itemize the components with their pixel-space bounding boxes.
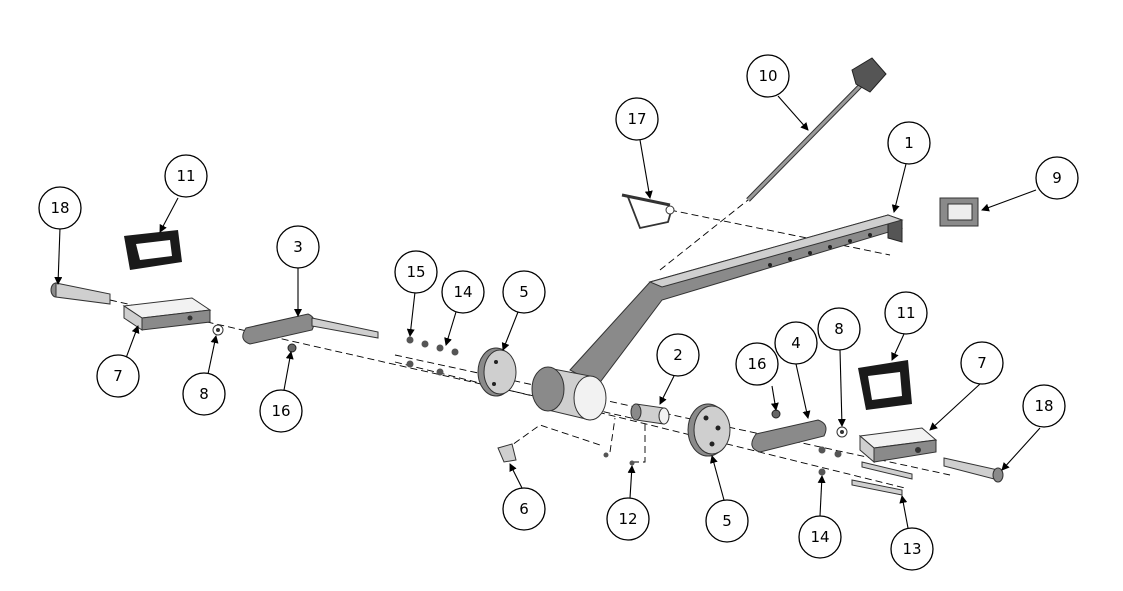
callout-9: 9 [1035,156,1079,200]
callout-14: 14 [798,515,842,559]
callout-label: 3 [293,238,303,256]
callout-label: 6 [519,500,529,518]
callout-label: 1 [904,134,914,152]
callout-label: 5 [722,512,732,530]
part-1-sleeve [531,366,607,421]
callout-3: 3 [276,225,320,269]
callout-14: 14 [441,270,485,314]
part-1-main-frame [569,214,904,386]
callout-label: 15 [406,263,425,281]
callout-6: 6 [502,487,546,531]
callout-label: 12 [618,510,637,528]
callout-label: 7 [113,367,123,385]
callout-5: 5 [502,270,546,314]
part-18-bolt-right [943,457,1004,483]
callout-2: 2 [656,333,700,377]
part-5-hub-left [477,347,517,397]
callout-18: 18 [38,186,82,230]
callout-11: 11 [884,291,928,335]
callout-label: 5 [519,283,529,301]
callout-label: 8 [834,320,844,338]
callout-label: 14 [810,528,829,546]
callout-16: 16 [735,342,779,386]
callout-label: 11 [176,167,195,185]
callout-10: 10 [746,54,790,98]
callout-label: 10 [758,67,777,85]
leader-lines [54,95,1041,529]
callout-17: 17 [615,97,659,141]
callout-label: 16 [271,402,290,420]
callout-16: 16 [259,389,303,433]
callout-label: 4 [791,334,801,352]
part-4-crank-arm [751,419,827,453]
callout-label: 8 [199,385,209,403]
callout-label: 11 [896,304,915,322]
callout-8: 8 [182,372,226,416]
part-11-pad-right [858,360,912,410]
small-hardware [212,324,848,476]
callout-12: 12 [606,497,650,541]
callout-15: 15 [394,250,438,294]
part-9-end-cap [939,197,979,227]
callout-18: 18 [1022,384,1066,428]
callout-label: 14 [453,283,472,301]
part-7-pedal-right [858,427,938,464]
callout-7: 7 [96,354,140,398]
callouts: 18 11 7 8 3 16 15 14 5 6 12 2 5 17 10 1 … [38,54,1079,571]
callout-5: 5 [705,499,749,543]
part-3-crank-arm [242,313,379,345]
callout-label: 18 [1034,397,1053,415]
part-13-bolts [851,461,913,496]
part-11-pad-left [124,230,182,270]
callout-8: 8 [817,307,861,351]
part-7-pedal-left [122,297,212,331]
part-18-bolt-left [50,282,111,305]
callout-label: 17 [627,110,646,128]
callout-7: 7 [960,341,1004,385]
callout-label: 16 [747,355,766,373]
part-2-bushing [630,403,670,425]
callout-11: 11 [164,154,208,198]
callout-label: 13 [902,540,921,558]
callout-1: 1 [887,121,931,165]
part-17-hitch-pin [621,193,675,230]
callout-4: 4 [774,321,818,365]
callout-label: 18 [50,199,69,217]
part-6-clip [497,443,517,463]
callout-label: 9 [1052,169,1062,187]
callout-label: 7 [977,354,987,372]
callout-label: 2 [673,346,683,364]
part-10-handle-rod [746,57,887,202]
callout-13: 13 [890,527,934,571]
part-5-hub-right [687,403,731,457]
